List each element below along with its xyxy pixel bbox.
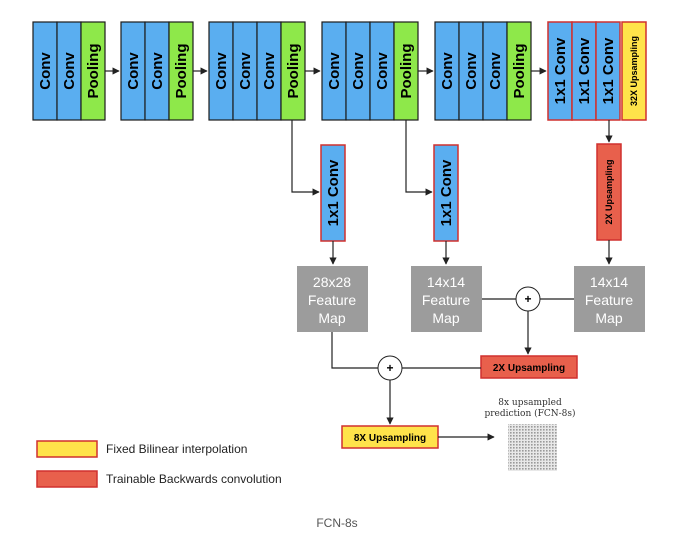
conv-label: Conv: [61, 52, 78, 90]
fm-line: Feature: [422, 292, 470, 308]
plus-sign: +: [524, 292, 531, 306]
conv1x1-pool4-label: 1x1 Conv: [438, 159, 455, 226]
conv-layer: [32, 21, 58, 121]
pooling-label: Pooling: [398, 44, 415, 99]
conv-label: Conv: [237, 52, 254, 90]
pooling-label: Pooling: [285, 44, 302, 99]
legend: Fixed Bilinear interpolation Trainable B…: [36, 440, 282, 488]
feature-map-14x14-pool4: 14x14 Feature Map: [411, 266, 482, 332]
pooling-layer: [80, 21, 106, 121]
conv-layer: [256, 21, 282, 121]
conv1x1-layer: [595, 21, 621, 121]
skip-pool3: 1x1 Conv: [291, 120, 346, 265]
fm-line: Feature: [308, 292, 356, 308]
conv1x1-layer: [571, 21, 597, 121]
pooling-layer: [280, 21, 306, 121]
conv-layer: [56, 21, 82, 121]
conv-label: Conv: [350, 52, 367, 90]
prediction-grid: [508, 424, 557, 471]
conv1x1-label: 1x1 Conv: [600, 37, 617, 104]
fm-line: 14x14: [427, 274, 465, 290]
pooling-layer: [168, 21, 194, 121]
block-4: Conv Conv Conv Pooling: [321, 21, 419, 121]
figure-caption: FCN-8s: [316, 516, 357, 530]
plus-sign: +: [386, 361, 393, 375]
fm-line: Map: [318, 310, 345, 326]
upsampling-2x-vertical-label: 2X Upsampling: [604, 159, 614, 224]
feature-map-14x14-conv7: 14x14 Feature Map: [574, 266, 645, 332]
block-5: Conv Conv Conv Pooling: [434, 21, 532, 121]
upsampling-2x-horizontal-label: 2X Upsampling: [493, 363, 565, 374]
fm-line: Map: [432, 310, 459, 326]
fm-line: Map: [595, 310, 622, 326]
upsampling-2x-vertical: [596, 143, 622, 241]
conv-label: Conv: [487, 52, 504, 90]
conv1x1-label: 1x1 Conv: [576, 37, 593, 104]
prediction-line-2: prediction (FCN-8s): [484, 408, 575, 419]
conv-label: Conv: [261, 52, 278, 90]
conv-layer: [232, 21, 258, 121]
upsampling-8x-label: 8X Upsampling: [354, 433, 426, 444]
pooling-layer: [393, 21, 419, 121]
block-2: Conv Conv Pooling: [120, 21, 194, 121]
branch-conv7: 2X Upsampling: [596, 120, 622, 265]
block-1: Conv Conv Pooling: [32, 21, 106, 121]
legend-label-fixed: Fixed Bilinear interpolation: [106, 442, 247, 456]
upsampling-8x: 8X Upsampling: [341, 425, 495, 449]
block-6: 1x1 Conv 1x1 Conv 1x1 Conv 32X Upsamplin…: [547, 21, 647, 121]
block-3: Conv Conv Conv Pooling: [208, 21, 306, 121]
conv1x1-pool4: [433, 144, 459, 242]
legend-swatch-trainable: [36, 470, 98, 488]
conv-layer: [369, 21, 395, 121]
fm-line: 14x14: [590, 274, 628, 290]
conv-label: Conv: [374, 52, 391, 90]
pooling-label: Pooling: [173, 44, 190, 99]
conv-label: Conv: [326, 52, 343, 90]
fm-line: 28x28: [313, 274, 351, 290]
conv-label: Conv: [213, 52, 230, 90]
upsampling-2x-horizontal: 2X Upsampling: [480, 355, 578, 379]
conv-layer: [345, 21, 371, 121]
conv-label: Conv: [149, 52, 166, 90]
prediction-output: 8x upsampled prediction (FCN-8s): [484, 398, 576, 471]
conv1x1-pool3-label: 1x1 Conv: [325, 159, 342, 226]
conv-label: Conv: [37, 52, 54, 90]
upsampling-32x-label: 32X Upsampling: [629, 36, 639, 106]
fusion-2: +: [331, 332, 481, 425]
conv-label: Conv: [463, 52, 480, 90]
conv-layer: [208, 21, 234, 121]
pooling-label: Pooling: [85, 44, 102, 99]
legend-swatch-fixed: [36, 440, 98, 458]
pooling-label: Pooling: [511, 44, 528, 99]
prediction-line-1: 8x upsampled: [498, 398, 562, 408]
skip-pool4: 1x1 Conv: [405, 120, 459, 265]
conv-label: Conv: [125, 52, 142, 90]
conv1x1-layer: [547, 21, 573, 121]
conv-layer: [482, 21, 508, 121]
upsampling-32x-layer: [621, 21, 647, 121]
fm-line: Feature: [585, 292, 633, 308]
conv1x1-label: 1x1 Conv: [552, 37, 569, 104]
fusion-1: +: [482, 286, 574, 355]
legend-label-trainable: Trainable Backwards convolution: [106, 472, 282, 486]
conv-layer: [144, 21, 170, 121]
feature-map-28x28: 28x28 Feature Map: [297, 266, 368, 332]
conv-layer: [458, 21, 484, 121]
conv-label: Conv: [439, 52, 456, 90]
